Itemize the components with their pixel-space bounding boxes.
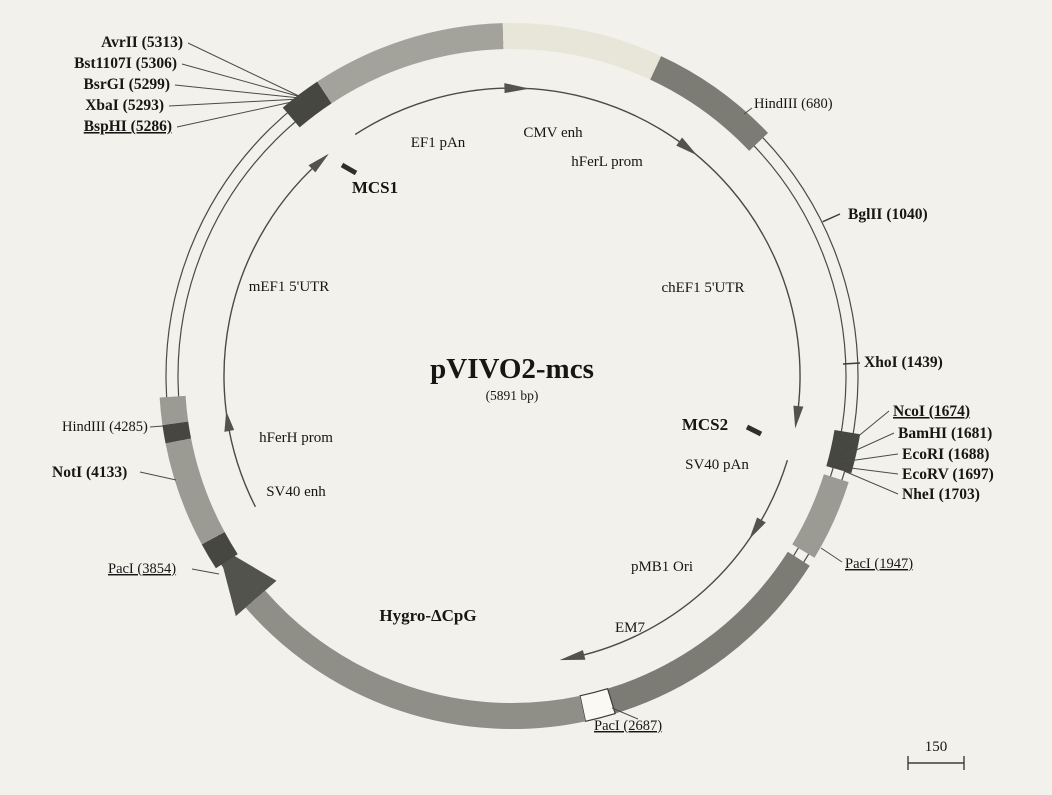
scale-bar: 150 [907, 739, 965, 770]
feature-label-hygro: Hygro-ΔCpG [379, 606, 476, 625]
segment-hferh-prom [159, 395, 189, 426]
segment-paci3854-block [201, 531, 238, 569]
pointer-bglii [822, 213, 841, 223]
site-label-ecori: EcoRI (1688) [902, 446, 989, 463]
site-label-paci-1947: PacI (1947) [845, 556, 913, 572]
mcs2-marker-dash [745, 424, 763, 437]
site-label-paci-3854: PacI (3854) [108, 561, 176, 577]
plasmid-title-group: pVIVO2-mcs (5891 bp) [430, 353, 594, 403]
site-label-ecorv: EcoRV (1697) [902, 466, 994, 483]
feature-labels: EF1 pAn CMV enh hFerL prom MCS1 mEF1 5'U… [249, 125, 750, 636]
pointer-bst1107i [181, 63, 302, 98]
feature-label-cmv-enh: CMV enh [523, 125, 583, 141]
pointer-noti [139, 471, 177, 481]
arrowhead-icon-top [504, 83, 530, 94]
site-label-paci-2687: PacI (2687) [594, 718, 662, 734]
pointer-bsrgi [174, 84, 301, 99]
feature-label-mcs2: MCS2 [682, 415, 728, 434]
feature-label-chef1-utr: chEF1 5'UTR [661, 280, 744, 296]
site-label-avrii: AvrII (5313) [101, 34, 183, 51]
site-label-xbai: XbaI (5293) [85, 97, 164, 114]
feature-label-hferl-prom: hFerL prom [571, 154, 643, 170]
site-label-hindiii-680: HindIII (680) [754, 96, 833, 112]
arrowhead-icon-hferl [676, 137, 698, 156]
arc-top-ef1-to-mcs2 [354, 87, 801, 422]
arrowhead-icon-mcs2 [793, 405, 804, 429]
arrowhead-icon-sv40pan [749, 517, 766, 540]
site-label-xhoi: XhoI (1439) [864, 354, 943, 371]
segment-ef1-pan [317, 23, 504, 104]
site-label-bsrgi: BsrGI (5299) [83, 76, 170, 93]
site-labels: AvrII (5313) Bst1107I (5306) BsrGI (5299… [52, 34, 994, 734]
segment-sv40-pan [792, 474, 849, 558]
segment-mcs1-block [282, 81, 332, 128]
site-label-noti: NotI (4133) [52, 464, 127, 481]
pointer-xhoi [842, 362, 861, 365]
feature-label-sv40-pan: SV40 pAn [685, 457, 749, 473]
inner-direction-arcs [223, 83, 804, 661]
pointer-hindiii-4285 [149, 425, 164, 428]
feature-label-mcs1: MCS1 [352, 178, 398, 197]
pointer-bsphi [176, 99, 302, 128]
feature-label-hferh-prom: hFerH prom [259, 430, 333, 446]
feature-label-ef1-pan: EF1 pAn [411, 135, 466, 151]
plasmid-size: (5891 bp) [486, 388, 539, 403]
feature-label-mef1-utr: mEF1 5'UTR [249, 279, 330, 295]
site-label-bglii: BglII (1040) [848, 206, 928, 223]
pointer-xbai [168, 98, 301, 107]
site-label-bst1107i: Bst1107I (5306) [74, 55, 177, 72]
pointer-ecori [841, 453, 899, 463]
site-label-ncoi: NcoI (1674) [893, 403, 970, 420]
site-label-bsphi: BspHI (5286) [84, 118, 172, 135]
pointer-hindiii-680 [743, 107, 753, 115]
segment-pmb1-backbone [607, 551, 810, 714]
pointer-nhei [843, 470, 899, 495]
pointer-bamhi [840, 432, 895, 458]
pointer-paci-1947 [820, 547, 843, 563]
arrowhead-icon-mcs1 [308, 153, 329, 173]
segment-mcs2-block [826, 429, 861, 474]
segment-cmv-enh [502, 23, 662, 80]
pointer-paci-2687 [611, 707, 639, 720]
hygro-arrowhead-icon [217, 546, 277, 617]
arrowhead-icon-hferh [224, 411, 235, 432]
arc-sv40pan-em7 [566, 459, 789, 660]
pointer-paci-3854 [191, 568, 220, 575]
plasmid-name: pVIVO2-mcs [430, 353, 594, 385]
segment-hygro [245, 590, 586, 730]
mcs1-marker-dash [340, 162, 358, 176]
pointer-avrii [187, 42, 302, 98]
segment-sv40-enh [165, 438, 225, 545]
segment-hindiii4285-block [162, 421, 192, 444]
segment-hferl-prom [650, 56, 769, 151]
pointer-ecorv [842, 466, 899, 475]
segment-paci-open-block [579, 687, 616, 723]
feature-label-em7: EM7 [615, 620, 646, 636]
feature-segments [159, 23, 861, 730]
arc-left-to-mcs1 [223, 154, 328, 508]
feature-label-sv40-enh: SV40 enh [266, 484, 326, 500]
scale-label: 150 [925, 739, 948, 755]
site-label-nhei: NheI (1703) [902, 486, 980, 503]
site-label-bamhi: BamHI (1681) [898, 425, 992, 442]
site-pointer-lines [139, 42, 899, 720]
pointer-ncoi [838, 410, 890, 453]
arrowhead-icon-em7 [559, 650, 586, 661]
feature-label-pmb1-ori: pMB1 Ori [631, 559, 693, 575]
site-label-hindiii-4285: HindIII (4285) [62, 419, 148, 435]
